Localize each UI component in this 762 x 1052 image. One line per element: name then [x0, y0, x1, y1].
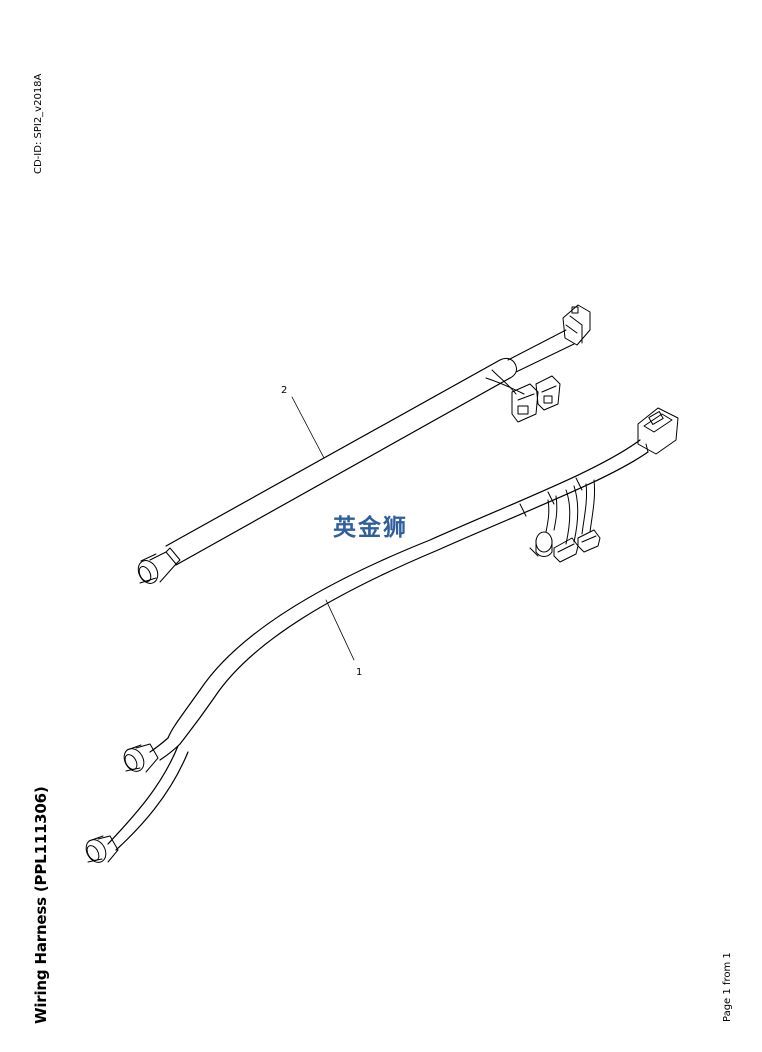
connector-1d [529, 531, 553, 557]
connector-1f [577, 529, 601, 553]
leader-line-1 [325, 599, 355, 661]
connector-2c [535, 375, 561, 411]
connector-1e [553, 537, 579, 563]
leader-line-2 [291, 396, 325, 459]
watermark-text: 英金狮 [333, 514, 408, 541]
harness-1 [85, 407, 679, 863]
connector-1b [85, 835, 119, 863]
connector-1a [123, 743, 159, 773]
connector-2b [511, 383, 539, 423]
callout-item-2: 2 [281, 385, 287, 396]
connector-1c [637, 407, 679, 455]
callout-item-1: 1 [356, 667, 362, 678]
connector-2a [562, 304, 591, 346]
harness-2 [137, 304, 591, 584]
connector-2d [137, 547, 181, 584]
